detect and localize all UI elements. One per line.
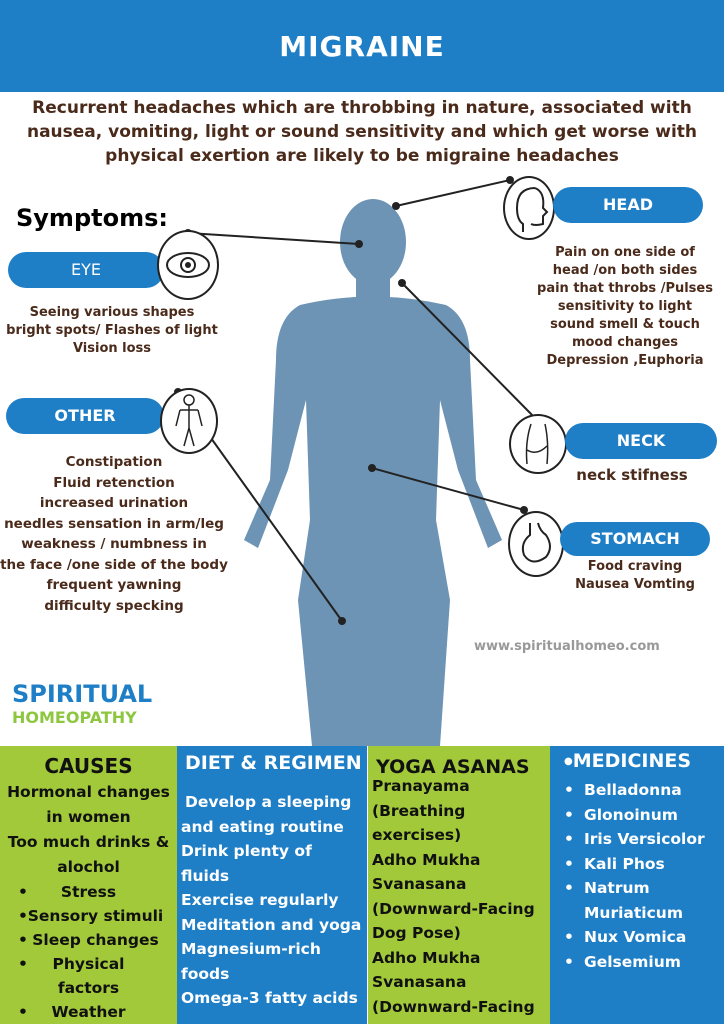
head-profile-icon — [503, 176, 555, 240]
human-figure-icon — [160, 388, 218, 454]
neck-icon — [509, 414, 567, 474]
eye-icon — [157, 230, 219, 300]
list-item: •Glonoinum — [564, 805, 678, 824]
other-label: OTHER — [6, 398, 164, 434]
list-item: •Stress — [18, 883, 117, 901]
list-item: •Nux Vomica — [564, 928, 687, 946]
page-title: MIGRAINE — [279, 30, 445, 63]
symptoms-heading: Symptoms: — [16, 204, 168, 232]
intro-text: Recurrent headaches which are throbbing … — [26, 98, 698, 166]
medicines-title: ●MEDICINES — [564, 750, 692, 772]
header-bar — [0, 0, 724, 92]
diet-title: DIET & REGIMEN — [185, 752, 362, 774]
stomach-icon — [508, 511, 564, 577]
list-item: •Physical — [18, 955, 125, 973]
stomach-label: STOMACH — [560, 522, 710, 556]
head-label: HEAD — [553, 187, 703, 223]
medicines-list: •Belladonna •Glonoinum •Iris Versicolor … — [550, 778, 724, 974]
causes-title: CAUSES — [44, 754, 133, 778]
list-item: factors — [57, 979, 120, 997]
human-body-silhouette — [244, 199, 502, 746]
list-item: •Sensory stimuli — [18, 907, 164, 925]
brand-spiritual: SPIRITUAL — [12, 680, 153, 708]
list-item: •Kali Phos — [564, 854, 665, 873]
list-item: Muriaticum — [584, 903, 683, 922]
list-item: •Belladonna — [564, 781, 682, 799]
neck-label: NECK — [565, 423, 717, 459]
list-item: •Natrum — [564, 879, 650, 897]
list-item: •Gelsemium — [564, 952, 681, 971]
eye-label: EYE — [8, 252, 164, 288]
neck-symptoms: neck stifness — [576, 466, 688, 484]
list-item: •Sleep changes — [18, 931, 159, 949]
yoga-title: YOGA ASANAS — [376, 756, 530, 778]
causes-list: •Stress •Sensory stimuli •Sleep changes … — [0, 880, 177, 1024]
website-url: www.spiritualhomeo.com — [474, 639, 660, 654]
brand-homeopathy: HOMEOPATHY — [12, 708, 137, 727]
medicines-panel: ●MEDICINES •Belladonna •Glonoinum •Iris … — [550, 746, 724, 1024]
list-item: •Iris Versicolor — [564, 830, 705, 848]
list-item: •Weather — [18, 1003, 126, 1021]
